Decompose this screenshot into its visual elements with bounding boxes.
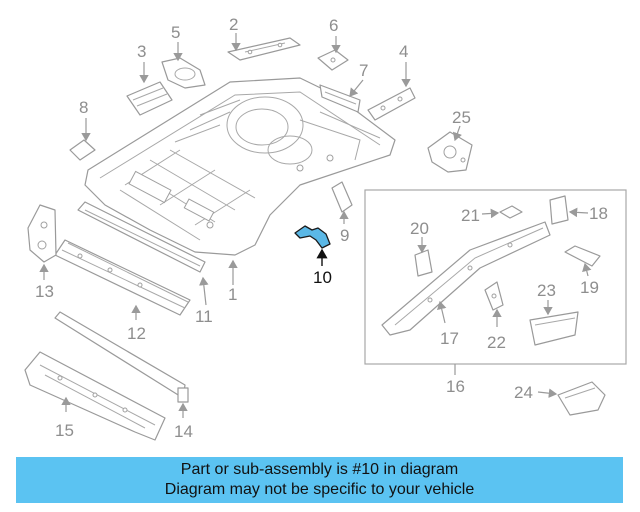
callout-20: 20 (410, 219, 429, 238)
callout-19: 19 (580, 278, 599, 297)
callout-22: 22 (487, 333, 506, 352)
part-9-bracket (331, 181, 353, 213)
part-24-bracket (557, 381, 606, 416)
part-4-member (367, 87, 416, 121)
callout-1: 1 (228, 285, 237, 304)
part-12-crossmember (54, 239, 191, 316)
part-21-plate (499, 205, 523, 219)
callout-17: 17 (440, 329, 459, 348)
parts-diagram: 1 2 3 5 6 7 4 8 (24, 15, 627, 441)
callout-11: 11 (195, 307, 213, 326)
group-16-box (364, 189, 627, 365)
part-22-bracket (484, 281, 504, 311)
banner-line-2: Diagram may not be specific to your vehi… (164, 481, 475, 498)
callout-8: 8 (79, 98, 88, 117)
callout-5: 5 (171, 23, 180, 42)
floor-pan-part (84, 77, 396, 256)
callout-4: 4 (399, 42, 408, 61)
callout-3: 3 (137, 42, 146, 61)
callout-14: 14 (174, 422, 193, 441)
part-7-channel (319, 84, 361, 113)
part-5-panel (161, 57, 206, 89)
part-19-bracket (564, 245, 601, 267)
part-3-reinforcement (126, 81, 173, 116)
callout-16: 16 (446, 377, 465, 396)
part-6-bracket (317, 49, 349, 71)
part-13-panel (27, 204, 57, 263)
callout-13: 13 (35, 282, 54, 301)
part-25-bracket (427, 131, 473, 173)
callout-9: 9 (340, 226, 349, 245)
part-11-crossmember (77, 201, 206, 273)
callout-21: 21 (461, 206, 480, 225)
part-17-side-member (381, 221, 551, 336)
part-23-channel (529, 311, 579, 346)
part-10-highlighted-bracket (294, 225, 331, 249)
callout-10: 10 (313, 268, 332, 287)
part-8-bracket (69, 139, 96, 161)
part-15-crossmember (24, 351, 166, 441)
part-14-bar (54, 311, 189, 403)
callout-15: 15 (55, 421, 74, 440)
callout-24: 24 (514, 383, 533, 402)
callout-25: 25 (452, 108, 471, 127)
callout-12: 12 (127, 324, 146, 343)
part-2-bracket (227, 37, 301, 61)
part-18-bracket (549, 195, 569, 225)
part-20-bracket (414, 249, 433, 277)
callout-7: 7 (359, 61, 368, 80)
banner-line-1: Part or sub-assembly is #10 in diagram (180, 461, 459, 478)
callout-2: 2 (229, 15, 238, 34)
info-banner: Part or sub-assembly is #10 in diagram D… (16, 457, 623, 503)
callout-18: 18 (589, 204, 608, 223)
callout-23: 23 (537, 281, 556, 300)
callout-6: 6 (329, 16, 338, 35)
